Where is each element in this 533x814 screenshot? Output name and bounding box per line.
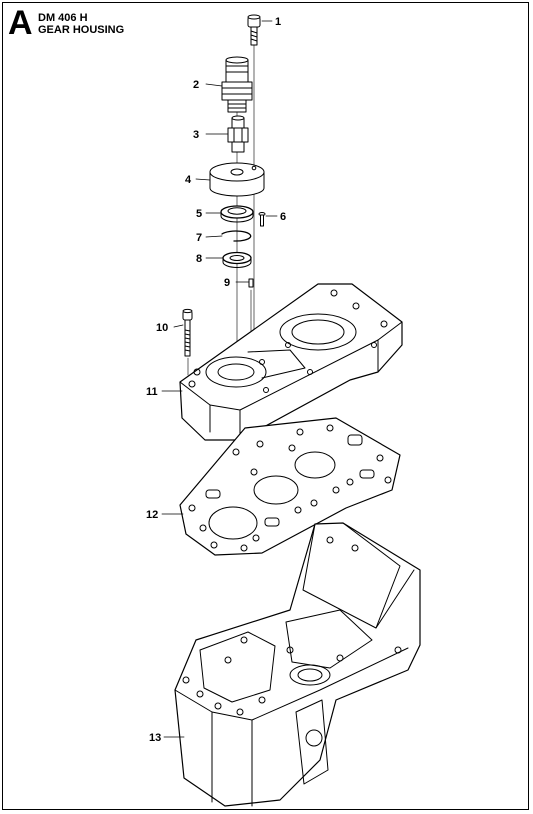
- part-6-small-screw: [258, 212, 266, 227]
- part-1-screw: [247, 14, 261, 46]
- part-2-adapter: [221, 56, 253, 113]
- section-letter: A: [8, 4, 33, 42]
- part-9-pin: [248, 278, 254, 288]
- callout-2: 2: [193, 79, 199, 91]
- callout-11: 11: [146, 386, 158, 398]
- callout-6: 6: [280, 211, 286, 223]
- callout-10: 10: [156, 322, 168, 334]
- diagram-title: GEAR HOUSING: [38, 24, 125, 36]
- callout-9: 9: [224, 277, 230, 289]
- callouts: 1 2 3 4 5 6 7 8 9 10 11 12 13: [146, 16, 286, 744]
- part-5-bearing: [220, 205, 254, 223]
- leader-lines: [161, 20, 278, 738]
- part-11-gear-housing-top: [179, 283, 403, 441]
- callout-8: 8: [196, 253, 202, 265]
- callout-3: 3: [193, 129, 199, 141]
- part-12-gasket: [179, 417, 401, 556]
- callout-13: 13: [149, 732, 161, 744]
- callout-7: 7: [196, 232, 202, 244]
- part-10-bolt: [182, 308, 193, 357]
- part-4-flange: [209, 162, 265, 197]
- part-7-circlip: [221, 230, 252, 242]
- model-number: DM 406 H: [38, 12, 88, 24]
- part-3-nipple: [227, 115, 249, 153]
- callout-4: 4: [185, 174, 192, 186]
- callout-12: 12: [146, 509, 158, 521]
- callout-5: 5: [196, 208, 202, 220]
- callout-1: 1: [275, 16, 281, 28]
- part-13-gear-housing-bottom: [174, 522, 421, 807]
